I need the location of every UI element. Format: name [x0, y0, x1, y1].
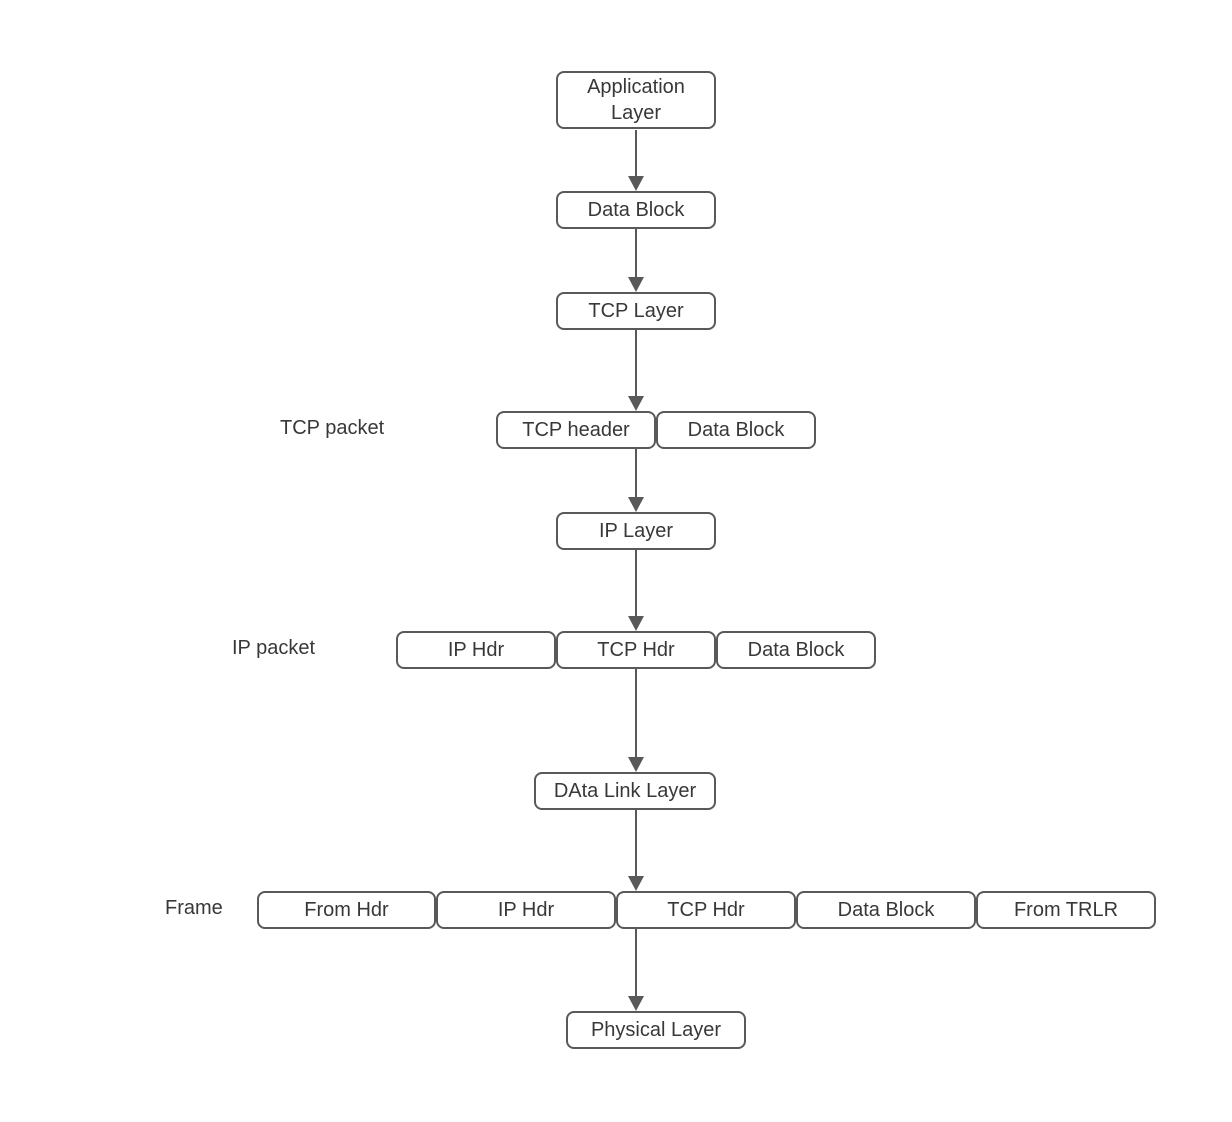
- arrowhead-down-icon: [628, 876, 644, 891]
- node-tcp-layer: TCP Layer: [556, 292, 716, 330]
- node-physical-layer: Physical Layer: [566, 1011, 746, 1049]
- arrowhead-down-icon: [628, 996, 644, 1011]
- node-frame-from-trlr: From TRLR: [976, 891, 1156, 929]
- node-data-block-ip-packet: Data Block: [716, 631, 876, 669]
- arrow-line: [635, 130, 637, 176]
- arrow-line: [635, 810, 637, 876]
- node-tcp-hdr: TCP Hdr: [556, 631, 716, 669]
- node-data-link-layer: DAta Link Layer: [534, 772, 716, 810]
- node-application-layer: Application Layer: [556, 71, 716, 129]
- arrowhead-down-icon: [628, 757, 644, 772]
- arrowhead-down-icon: [628, 176, 644, 191]
- arrowhead-down-icon: [628, 396, 644, 411]
- arrowhead-down-icon: [628, 277, 644, 292]
- node-data-block-tcp-packet: Data Block: [656, 411, 816, 449]
- arrow-line: [635, 929, 637, 996]
- node-tcp-header: TCP header: [496, 411, 656, 449]
- node-frame-tcp-hdr: TCP Hdr: [616, 891, 796, 929]
- node-ip-hdr: IP Hdr: [396, 631, 556, 669]
- arrowhead-down-icon: [628, 616, 644, 631]
- arrow-line: [635, 330, 637, 396]
- arrow-line: [635, 449, 637, 497]
- arrowhead-down-icon: [628, 497, 644, 512]
- node-frame-ip-hdr: IP Hdr: [436, 891, 616, 929]
- arrow-line: [635, 669, 637, 757]
- label-tcp-packet: TCP packet: [280, 417, 385, 439]
- node-frame-from-hdr: From Hdr: [257, 891, 436, 929]
- label-ip-packet: IP packet: [232, 637, 316, 659]
- arrow-line: [635, 229, 637, 277]
- node-data-block-top: Data Block: [556, 191, 716, 229]
- node-ip-layer: IP Layer: [556, 512, 716, 550]
- arrow-line: [635, 550, 637, 616]
- label-frame: Frame: [165, 897, 223, 919]
- node-frame-data-block: Data Block: [796, 891, 976, 929]
